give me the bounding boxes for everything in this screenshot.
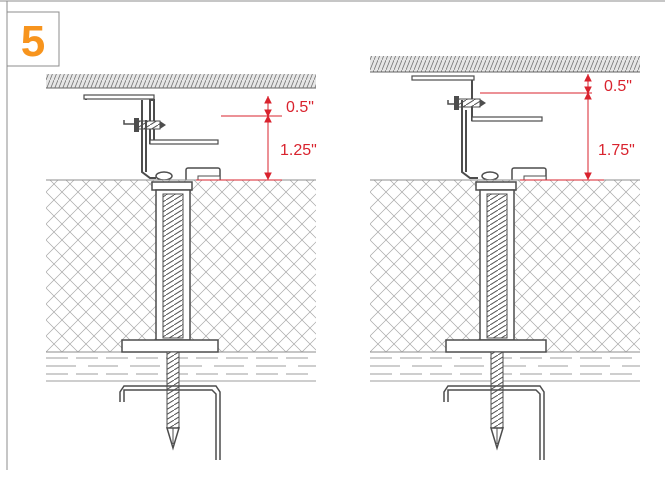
dimension-lower-label: 1.25" — [280, 142, 317, 159]
dimension-lines — [196, 95, 282, 181]
roof-deck — [46, 74, 316, 88]
clip-screw — [454, 96, 486, 110]
step-badge — [6, 11, 60, 67]
panel-facing — [370, 357, 640, 382]
dimension-upper-label: 0.5" — [604, 78, 632, 95]
dimension-upper-label: 0.5" — [286, 99, 314, 116]
right-detail: 0.5" 1.75" — [370, 56, 640, 460]
panel-facing — [46, 357, 316, 382]
standoff-post — [121, 181, 219, 353]
purlin — [443, 385, 545, 460]
clip-screw — [134, 118, 166, 132]
dimension-lower-label: 1.75" — [598, 142, 635, 159]
dimension-lines — [480, 73, 604, 181]
fastener-screw — [165, 351, 181, 451]
upper-clip — [85, 95, 218, 144]
standoff-post — [445, 181, 547, 353]
step-number: 5 — [21, 17, 45, 66]
purlin — [119, 385, 221, 460]
roof-deck — [370, 56, 640, 72]
fastener-screw — [489, 351, 505, 451]
left-detail: 0.5" 1.25" — [46, 74, 317, 460]
lower-clip — [141, 100, 156, 179]
lower-clip — [461, 100, 478, 179]
